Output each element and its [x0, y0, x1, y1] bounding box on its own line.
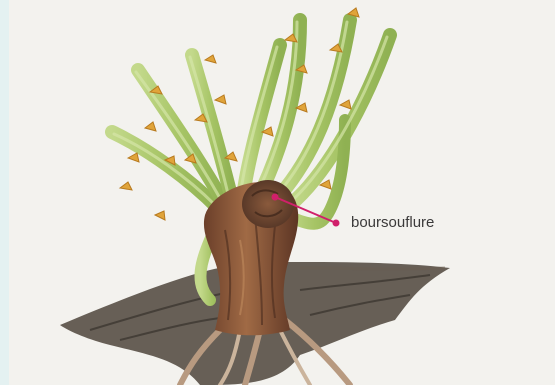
annotation-label: boursouflure	[351, 214, 434, 231]
swelling	[242, 180, 294, 228]
